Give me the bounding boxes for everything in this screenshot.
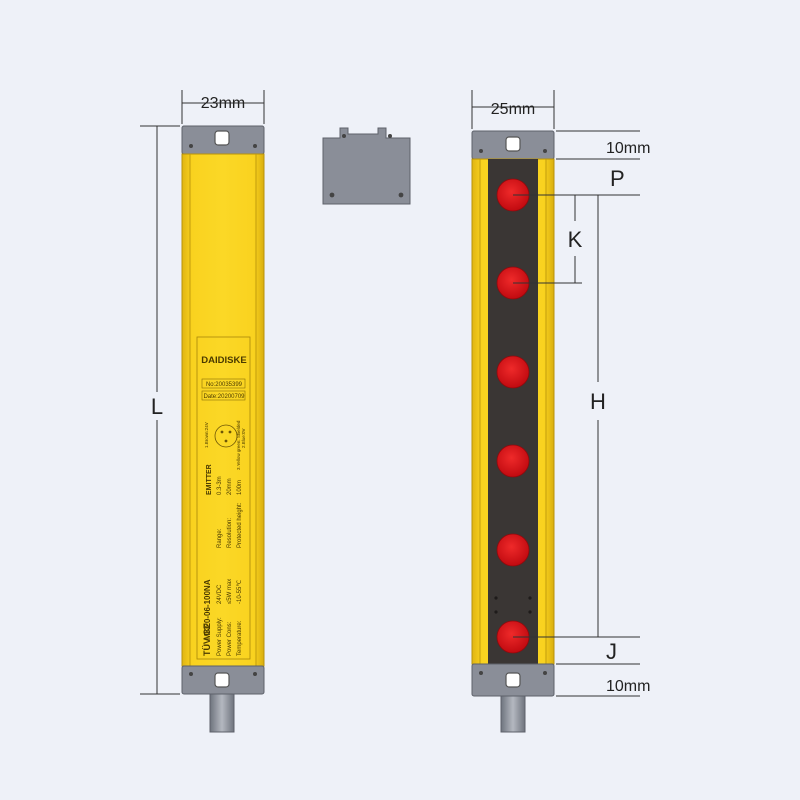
beam-lens	[496, 533, 530, 567]
mounting-bracket	[322, 127, 411, 205]
receiver-connector	[500, 695, 526, 733]
temp-label: Temperature:	[237, 620, 243, 656]
left-width-label: 23mm	[201, 95, 245, 112]
temp-value: -10-55℃	[237, 580, 243, 604]
left-width-dimension	[181, 90, 265, 124]
date-text: Date:20200709	[203, 394, 245, 400]
wiring-2-text: 2.Blue:0V	[241, 428, 246, 448]
top-margin-label: 10mm	[606, 140, 650, 157]
j-label: J	[606, 639, 617, 664]
resolution-value: 20mm	[227, 478, 233, 495]
bottom-margin-label: 10mm	[606, 678, 650, 695]
h-label: H	[590, 389, 606, 414]
right-dimension-lines	[513, 130, 640, 697]
right-width-dimension	[471, 90, 555, 129]
beam-lens	[496, 444, 530, 478]
emitter-bar: DAIDISKE No:20035399 Date:20200709 1.Bro…	[181, 125, 265, 733]
resolution-label: Resolution:	[227, 518, 233, 548]
emitter-connector	[209, 693, 235, 733]
length-label: L	[151, 394, 163, 419]
brand-text: DAIDISKE	[201, 355, 246, 366]
p-label: P	[610, 166, 625, 191]
supply-value: 24VDC	[217, 584, 223, 604]
lens-strip	[488, 159, 538, 664]
range-value: 0.3-3m	[217, 476, 223, 495]
protected-label: Protected height:	[237, 502, 243, 548]
protected-value: 100m	[237, 480, 243, 495]
range-label: Range:	[217, 528, 223, 548]
model-text: MK20-06-100NA	[203, 579, 212, 640]
supply-label: Power Supply:	[217, 617, 223, 656]
receiver-bar	[471, 130, 555, 733]
k-label: K	[568, 227, 583, 252]
serial-text: No:20035399	[206, 382, 243, 388]
emitter-housing	[181, 153, 265, 667]
pin-diagram-icon	[214, 424, 238, 448]
right-width-label: 25mm	[491, 101, 535, 118]
emitter-label-plate: DAIDISKE No:20035399 Date:20200709 1.Bro…	[196, 336, 251, 660]
cons-label: Power Cons:	[227, 621, 233, 656]
beam-lens	[496, 355, 530, 389]
wiring-3-text: 3.Yellow green: Shielded	[236, 420, 241, 470]
wiring-1-text: 1.Brown:24V	[204, 422, 209, 448]
cons-value: ≤5W max	[227, 579, 233, 604]
cert-text: TÜV CE	[202, 623, 212, 656]
length-dimension	[140, 125, 180, 695]
type-text: EMITTER	[206, 464, 213, 495]
